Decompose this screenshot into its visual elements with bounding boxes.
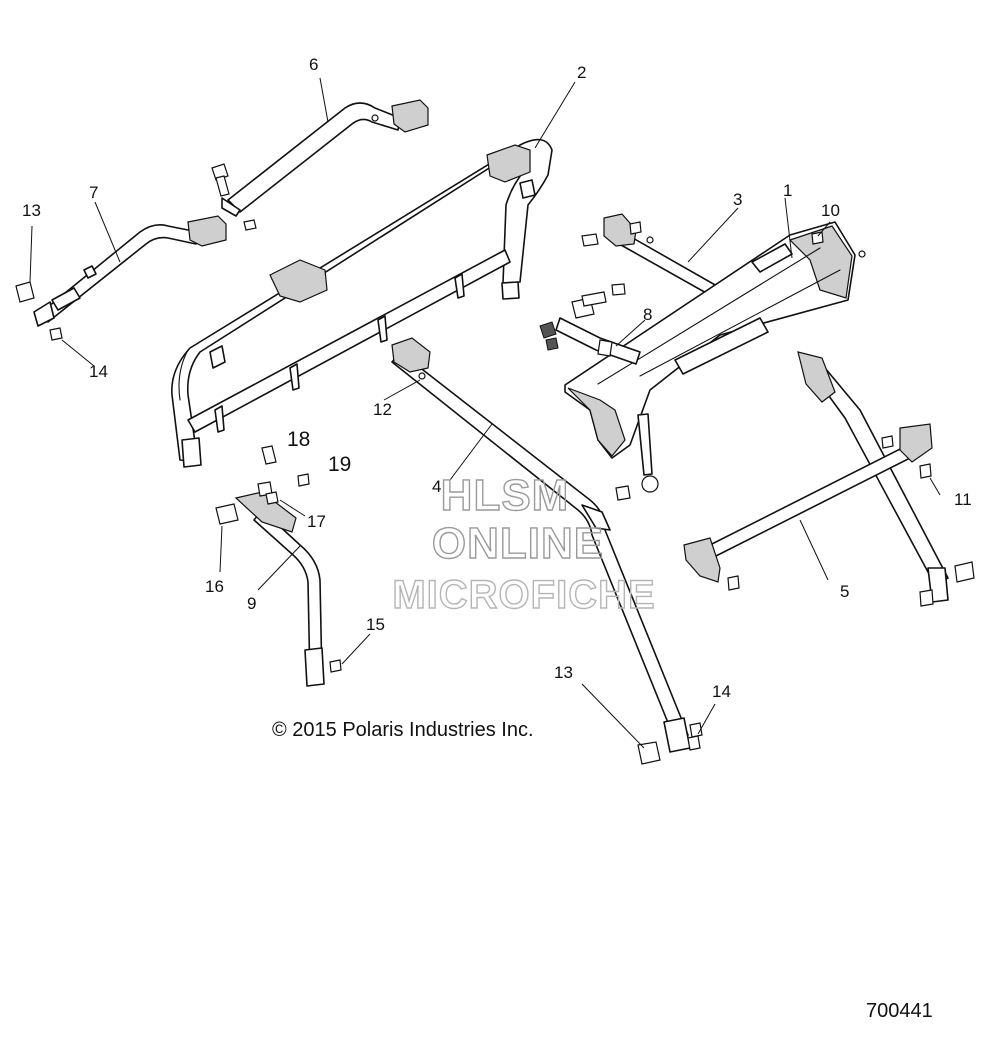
callout-5: 5 <box>840 582 849 601</box>
watermark-line3: MICROFICHE <box>392 573 655 617</box>
callout-3: 3 <box>733 190 742 209</box>
part-7-side-bar <box>33 215 227 327</box>
callout-6: 6 <box>309 55 318 74</box>
callout-labels: 1 2 3 4 5 6 7 8 9 10 11 12 13 14 15 16 1… <box>22 55 972 701</box>
part-5-cross-bar <box>683 351 975 607</box>
callout-13-lower: 13 <box>554 663 573 682</box>
figure-number: 700441 <box>866 1000 933 1022</box>
callout-13: 13 <box>22 201 41 220</box>
part-4-a-pillar <box>391 337 691 753</box>
part-9-rear-pillar <box>215 481 342 687</box>
callout-12: 12 <box>373 400 392 419</box>
callout-14-lower: 14 <box>712 682 731 701</box>
callout-10: 10 <box>821 201 840 220</box>
callout-4: 4 <box>432 477 441 496</box>
callout-15: 15 <box>366 615 385 634</box>
watermark-line1: HLSM <box>441 471 570 520</box>
callout-14: 14 <box>89 362 108 381</box>
callout-18: 18 <box>287 428 310 451</box>
part-8-mount-tube <box>539 291 641 365</box>
callout-16: 16 <box>205 577 224 596</box>
watermark-line2: ONLINE <box>432 519 604 568</box>
hardware-bolt-upper <box>211 163 257 231</box>
hardware-10 <box>811 231 824 245</box>
part-6-upper-bar <box>221 99 429 217</box>
watermark: HLSM ONLINE MICROFICHE <box>392 470 656 617</box>
hardware-left-bolts <box>15 281 63 341</box>
callout-7: 7 <box>89 183 98 202</box>
part-2-rear-hoop <box>171 138 553 468</box>
copyright-notice: © 2015 Polaris Industries Inc. <box>272 719 534 741</box>
callout-17: 17 <box>307 512 326 531</box>
callout-1: 1 <box>783 181 792 200</box>
leader-lines <box>29 77 941 749</box>
callout-11: 11 <box>954 490 972 509</box>
hardware-18-19 <box>261 445 310 487</box>
callout-2: 2 <box>577 63 586 82</box>
callout-19: 19 <box>328 453 351 476</box>
callout-9: 9 <box>247 594 256 613</box>
callout-8: 8 <box>643 305 652 324</box>
